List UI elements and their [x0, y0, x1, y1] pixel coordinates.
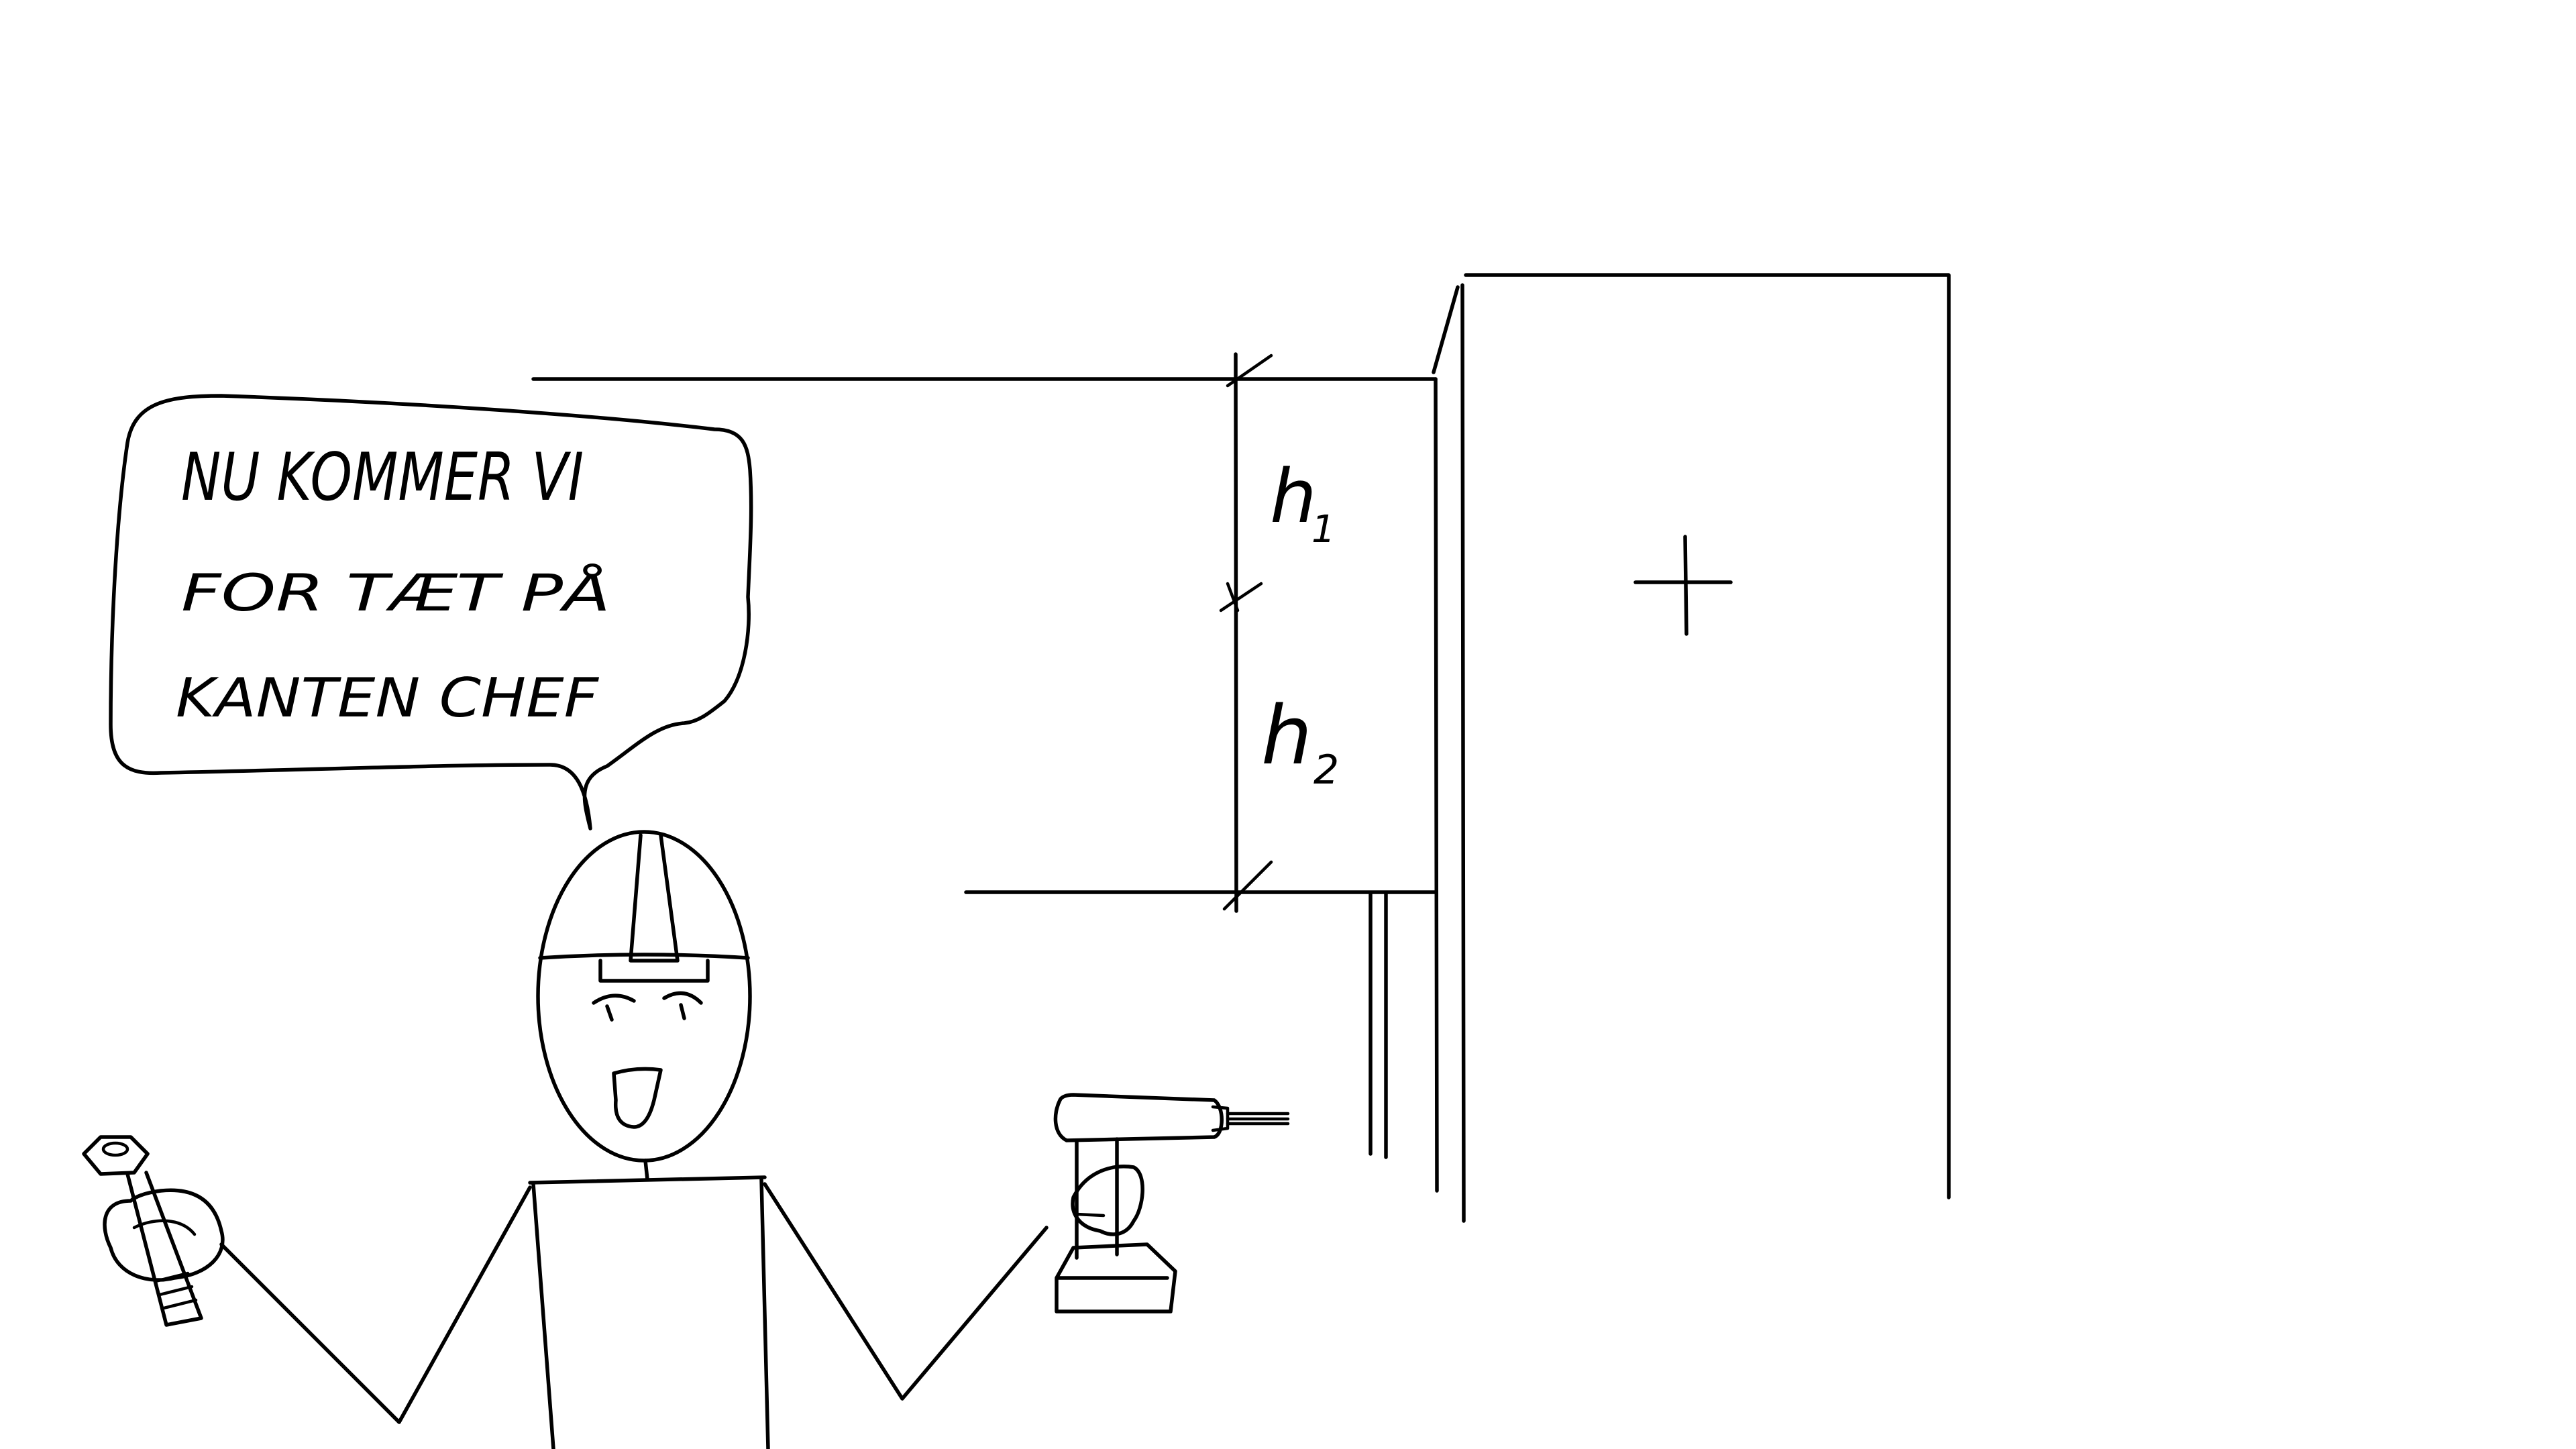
speech-line-1: NU KOMMER VI: [181, 439, 584, 516]
helmet-visor: [598, 959, 710, 983]
bolt-shaft-icon: [125, 1171, 203, 1327]
drill-tool: [1053, 1093, 1290, 1313]
wall-structure: [531, 273, 1951, 1223]
label-h2: h: [1261, 690, 1312, 783]
neck: [643, 1159, 649, 1181]
right-arm: [763, 1182, 1049, 1401]
helmet-stripe: [629, 833, 680, 963]
perspective-edge: [1432, 285, 1460, 374]
bolt-tool: [82, 1135, 225, 1327]
bolt-hole: [101, 1141, 129, 1157]
door-left-edge: [1460, 283, 1466, 1223]
tick-mid-icon: [1219, 582, 1263, 612]
right-eye-icon: [662, 991, 703, 1020]
left-eye-icon: [592, 994, 636, 1022]
helmet-band: [538, 953, 750, 960]
speech-bubble-outline: [109, 394, 753, 830]
tick-bottom-icon: [1222, 860, 1273, 911]
left-fingers: [132, 1219, 197, 1236]
drill-body-icon: [1053, 1093, 1224, 1142]
dimension-marker: h 1 h 2: [1219, 352, 1339, 913]
drill-bit-icon: [1226, 1112, 1290, 1126]
body-right: [759, 1177, 770, 1449]
worker-figure: [219, 830, 1049, 1449]
label-h1-sub: 1: [1311, 508, 1336, 551]
mouth-icon: [612, 1067, 663, 1129]
speech-line-3: KANTEN CHEF: [176, 667, 599, 729]
shoulders: [528, 1175, 767, 1185]
left-hand: [103, 1188, 225, 1282]
right-thumb: [1075, 1212, 1106, 1218]
head: [536, 830, 752, 1163]
left-arm: [219, 1185, 532, 1424]
body-left: [531, 1182, 555, 1449]
label-h2-sub: 2: [1313, 747, 1339, 794]
panel-edge: [1434, 377, 1439, 1193]
right-hand: [1071, 1165, 1144, 1236]
drill-battery-icon: [1055, 1242, 1177, 1313]
door-outline: [1464, 273, 1951, 1199]
speech-bubble: NU KOMMER VI FOR TÆT PÅ KANTEN CHEF: [109, 394, 753, 830]
drill-handle: [1075, 1137, 1119, 1260]
tick-top-icon: [1226, 354, 1273, 388]
label-h1: h: [1270, 453, 1317, 539]
cross-mark-icon: [1633, 535, 1733, 636]
bolt-head-icon: [82, 1135, 150, 1176]
speech-line-2: FOR TÆT PÅ: [181, 563, 610, 623]
support-posts: [1368, 892, 1388, 1159]
